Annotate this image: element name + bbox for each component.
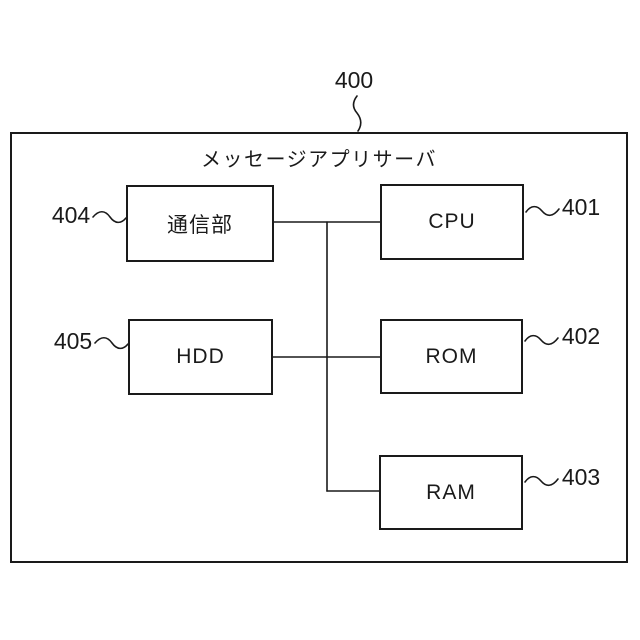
block-communication-unit: 通信部: [126, 185, 274, 262]
leader-squiggle-401: [525, 205, 560, 217]
leader-squiggle-402: [524, 334, 559, 346]
leader-squiggle-405: [94, 336, 129, 350]
block-cpu: CPU: [380, 184, 524, 260]
ref-label-401: 401: [561, 194, 601, 220]
block-hdd: HDD: [128, 319, 273, 395]
leader-squiggle-400: [352, 95, 362, 132]
block-communication-unit-label: 通信部: [167, 213, 233, 237]
ref-label-405: 405: [53, 328, 93, 354]
block-cpu-label: CPU: [428, 210, 476, 233]
block-rom: ROM: [380, 319, 523, 394]
block-ram: RAM: [379, 455, 523, 530]
leader-squiggle-404: [92, 210, 127, 224]
ref-label-400: 400: [334, 67, 374, 93]
server-outline-box: [10, 132, 628, 563]
block-ram-label: RAM: [426, 480, 476, 504]
leader-squiggle-403: [524, 475, 559, 487]
ref-label-402: 402: [561, 323, 601, 349]
ref-label-403: 403: [561, 464, 601, 490]
ref-label-404: 404: [51, 202, 91, 228]
block-hdd-label: HDD: [176, 345, 225, 368]
server-title: メッセージアプリサーバ: [201, 149, 437, 171]
block-rom-label: ROM: [425, 344, 478, 368]
